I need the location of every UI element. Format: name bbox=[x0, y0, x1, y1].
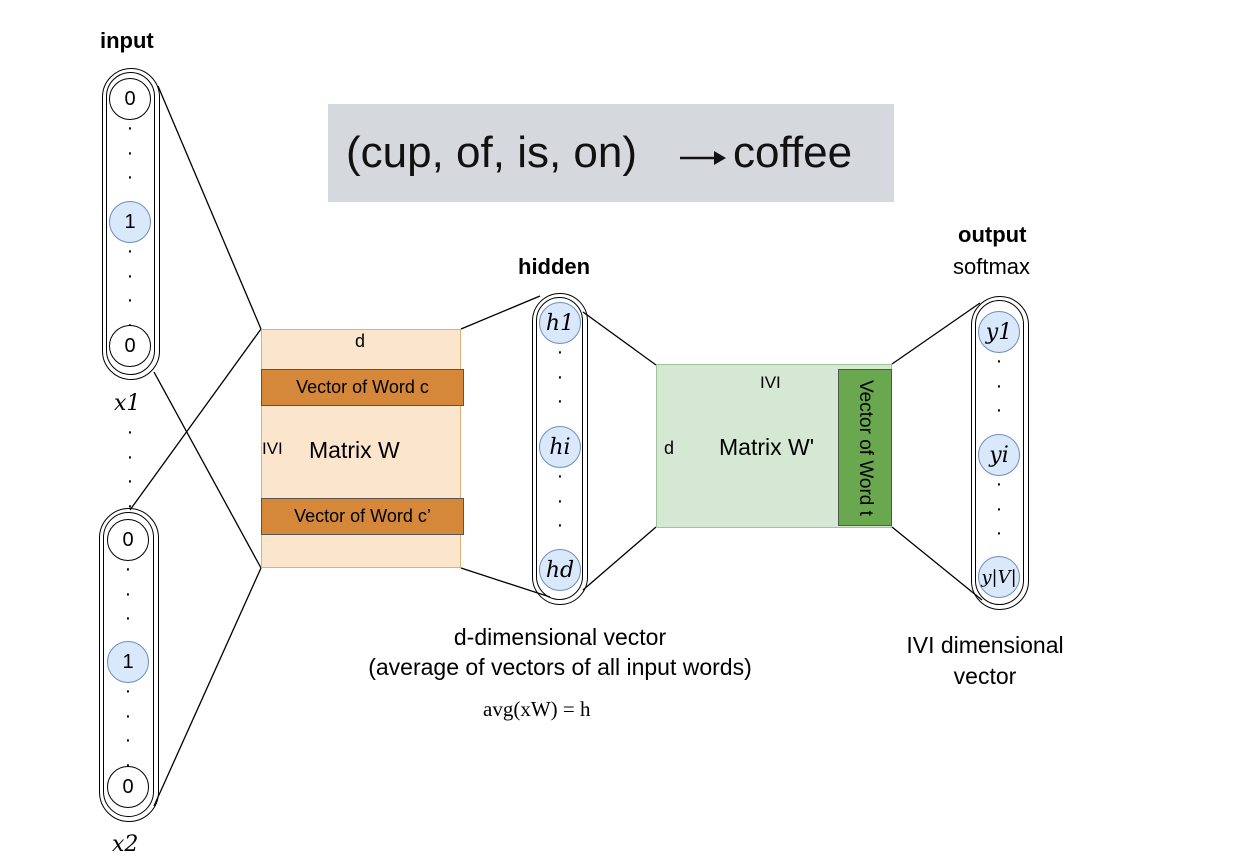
line-x2-bottom bbox=[153, 567, 262, 807]
output-vector bbox=[971, 296, 1029, 610]
dots-icon: ··· bbox=[995, 350, 1003, 421]
output-node-y1-label: y1 bbox=[985, 319, 1013, 345]
output-node-yv: y|V| bbox=[978, 556, 1020, 598]
hidden-caption-line1: d-dimensional vector bbox=[453, 624, 667, 650]
hidden-node-hi: hi bbox=[539, 426, 581, 468]
output-node-y1: y1 bbox=[978, 311, 1020, 353]
hidden-node-h1-label: h1 bbox=[545, 310, 575, 336]
input-1-node-bottom: 0 bbox=[109, 325, 151, 367]
matrix-w-rows-label: IVI bbox=[262, 439, 283, 458]
vector-word-t-label: Vector of Word t bbox=[855, 379, 876, 516]
input-1-label: x1 bbox=[114, 391, 141, 416]
vector-word-c-prime: Vector of Word c’ bbox=[261, 498, 464, 535]
line-x1-top bbox=[157, 85, 262, 330]
dots-icon: ··· bbox=[556, 465, 564, 536]
line-x1-bottom bbox=[153, 371, 262, 569]
hidden-node-hd-label: hd bbox=[545, 557, 575, 583]
line-w-hidden-top bbox=[460, 295, 541, 330]
matrix-w-prime-name: Matrix W' bbox=[719, 434, 815, 460]
hidden-caption-line2: (average of vectors of all input words) bbox=[368, 654, 752, 680]
input-title: input bbox=[100, 28, 154, 53]
dots-icon: ···· bbox=[126, 421, 134, 517]
output-node-yi-label: yi bbox=[989, 442, 1009, 468]
banner-target: coffee bbox=[733, 128, 853, 177]
hidden-title: hidden bbox=[518, 254, 591, 279]
line-w-hidden-bottom bbox=[460, 567, 551, 598]
matrix-w-prime-cols-label: IVI bbox=[760, 373, 781, 392]
hidden-caption: d-dimensional vector (average of vectors… bbox=[330, 622, 790, 682]
input-vector-2 bbox=[99, 508, 159, 822]
output-subtitle: softmax bbox=[953, 254, 1031, 279]
banner-context: (cup, of, is, on) bbox=[346, 128, 638, 177]
dots-icon: ···· bbox=[126, 117, 134, 213]
hidden-node-hd: hd bbox=[539, 549, 581, 591]
dots-icon: ··· bbox=[556, 341, 564, 412]
hidden-formula: avg(xW) = h bbox=[483, 697, 591, 721]
output-caption-line2: vector bbox=[953, 663, 1017, 689]
dots-icon: ··· bbox=[995, 473, 1003, 544]
input-2-node-top: 0 bbox=[107, 519, 149, 561]
output-caption-line1: IVI dimensional bbox=[906, 632, 1064, 658]
output-caption: IVI dimensional vector bbox=[885, 630, 1085, 692]
output-node-yi: yi bbox=[978, 434, 1020, 476]
line-hidden-wp-bottom bbox=[582, 526, 657, 591]
input-vector-1 bbox=[102, 68, 160, 380]
matrix-w-name: Matrix W bbox=[309, 437, 400, 463]
dots-icon: ···· bbox=[126, 240, 134, 336]
hidden-node-hi-label: hi bbox=[549, 434, 571, 460]
vector-word-t: Vector of Word t bbox=[838, 369, 892, 526]
input-1-node-active: 1 bbox=[109, 201, 151, 243]
output-title: output bbox=[958, 222, 1027, 247]
input-2-node-bottom: 0 bbox=[107, 766, 149, 808]
line-wp-output-top bbox=[891, 302, 981, 365]
example-banner: (cup, of, is, on) coffee bbox=[328, 104, 894, 202]
hidden-node-h1: h1 bbox=[539, 302, 581, 344]
dots-icon: ···· bbox=[124, 680, 132, 776]
matrix-w-cols-label: d bbox=[355, 331, 366, 351]
line-hidden-wp-top bbox=[582, 311, 657, 366]
arrow-right-icon bbox=[680, 151, 726, 165]
input-1-node-top: 0 bbox=[109, 78, 151, 120]
matrix-w-prime-rows-label: d bbox=[664, 438, 675, 458]
input-2-label: x2 bbox=[112, 832, 139, 857]
input-2-node-active: 1 bbox=[107, 641, 149, 683]
output-node-yv-label: y|V| bbox=[981, 566, 1017, 588]
line-x2-top bbox=[129, 328, 262, 511]
hidden-vector bbox=[532, 293, 588, 605]
line-wp-output-bottom bbox=[891, 526, 983, 601]
vector-word-c: Vector of Word c bbox=[261, 369, 464, 406]
